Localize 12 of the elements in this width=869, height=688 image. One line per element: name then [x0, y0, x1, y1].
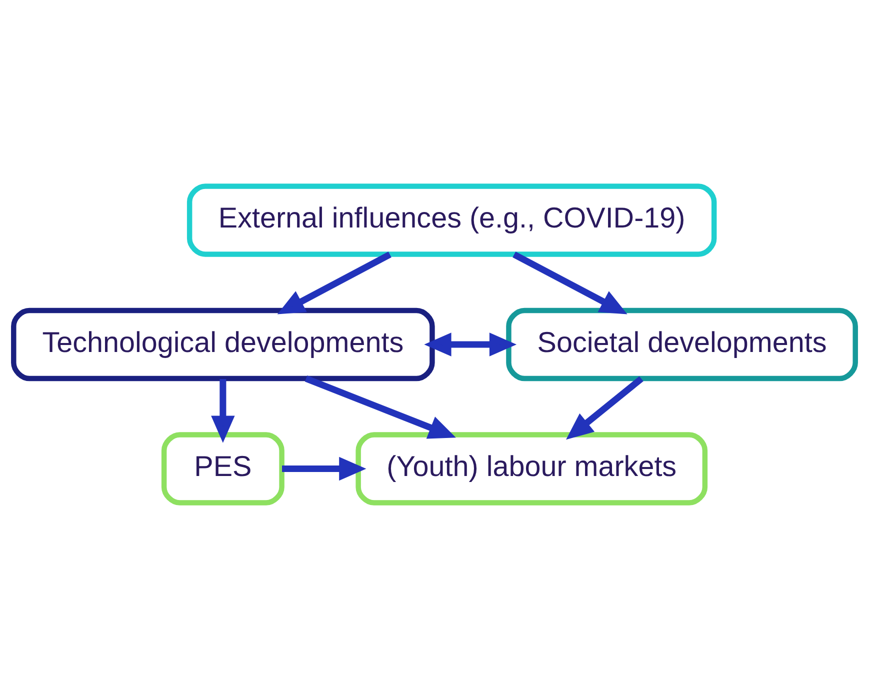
arrow — [566, 376, 644, 440]
arrow — [512, 251, 628, 314]
arrow — [424, 332, 517, 356]
node-box: (Youth) labour markets — [356, 432, 708, 505]
node-box: Societal developments — [506, 307, 858, 381]
arrow — [277, 251, 392, 314]
node-box: PES — [161, 432, 284, 505]
arrow — [282, 456, 366, 480]
arrow — [211, 378, 235, 442]
node-box: Technological developments — [11, 307, 435, 381]
node-box: External influences (e.g., COVID-19) — [186, 183, 717, 256]
arrow — [304, 375, 456, 438]
